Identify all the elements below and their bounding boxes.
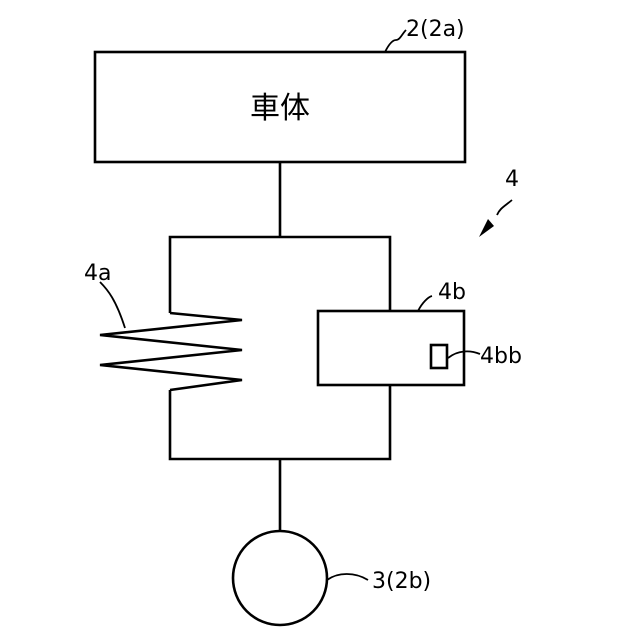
suspension-frame-top	[170, 237, 390, 313]
vehicle-body-leader	[385, 30, 406, 52]
spring-ref: 4a	[84, 261, 111, 286]
wheel-circle	[233, 531, 327, 625]
wheel-leader	[327, 574, 368, 580]
damper-ref: 4b	[438, 280, 466, 305]
sensor-ref: 4bb	[480, 344, 522, 369]
sensor-element	[431, 345, 447, 368]
suspension-arrow-line	[497, 200, 512, 215]
suspension-ref: 4	[505, 167, 519, 192]
damper-box	[318, 311, 464, 385]
vehicle-body-label: 車体	[250, 91, 310, 126]
vehicle-body-ref: 2(2a)	[406, 17, 465, 42]
spring-leader	[100, 282, 125, 328]
suspension-frame-bottom	[170, 385, 390, 459]
wheel-ref: 3(2b)	[372, 569, 431, 594]
suspension-arrow-head	[479, 219, 494, 237]
damper-leader	[418, 296, 432, 311]
spring-coil	[100, 313, 242, 390]
